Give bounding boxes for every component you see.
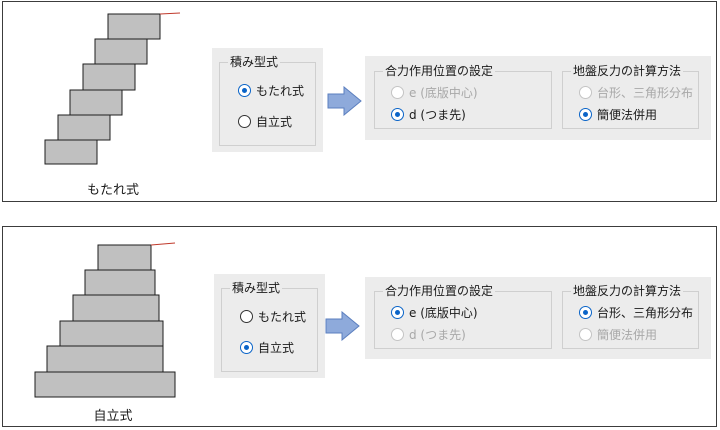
radio-self-standing-indicator[interactable]	[238, 115, 251, 128]
diagram-caption: 自立式	[93, 409, 133, 424]
radio-toe-indicator[interactable]	[391, 328, 404, 341]
radio-self-standing-label: 自立式	[256, 115, 293, 129]
leaning-wall-diagram	[44, 12, 181, 165]
reaction-method-group: 地盤反力の計算方法 台形、三角形分布 簡便法併用	[562, 64, 699, 129]
radio-trapezoid-label: 台形、三角形分布	[597, 306, 694, 320]
wall-block	[44, 139, 98, 165]
radio-trapezoid-indicator[interactable]	[579, 86, 592, 99]
self-standing-wall-panel: 自立式 積み型式 もたれ式 自立式 合力作用位置の設定 e (底版中心)	[2, 226, 717, 427]
wall-block	[59, 320, 164, 347]
settings-section: 合力作用位置の設定 e (底版中心) d (つま先) 地盤反力の計算方法 台形、…	[365, 277, 711, 359]
radio-simplified-indicator[interactable]	[579, 108, 592, 121]
radio-toe-label: d (つま先)	[409, 328, 466, 342]
wall-block	[46, 345, 164, 373]
radio-trapezoid-indicator[interactable]	[579, 306, 592, 319]
wall-type-group-title: 積み型式	[228, 55, 281, 69]
radio-self-standing-indicator[interactable]	[240, 341, 253, 354]
reaction-method-group: 地盤反力の計算方法 台形、三角形分布 簡便法併用	[562, 284, 699, 349]
wall-block	[72, 294, 160, 322]
radio-toe-indicator[interactable]	[391, 108, 404, 121]
radio-simplified-indicator[interactable]	[579, 328, 592, 341]
reaction-method-group-title: 地盤反力の計算方法	[571, 64, 684, 78]
wall-block	[94, 38, 148, 65]
wall-block	[82, 63, 136, 91]
wall-type-group: 積み型式 もたれ式 自立式	[219, 55, 316, 146]
radio-self-standing-label: 自立式	[258, 341, 295, 355]
ground-line	[150, 242, 176, 246]
wall-type-section: 積み型式 もたれ式 自立式	[212, 48, 323, 152]
force-position-group: 合力作用位置の設定 e (底版中心) d (つま先)	[374, 64, 552, 129]
radio-toe-label: d (つま先)	[409, 108, 466, 122]
wall-type-group-title: 積み型式	[230, 281, 283, 295]
radio-trapezoid-label: 台形、三角形分布	[597, 86, 694, 100]
wall-block	[107, 13, 161, 40]
arrow-right-icon	[327, 86, 362, 116]
radio-leaning-label: もたれ式	[258, 310, 307, 324]
wall-block	[97, 244, 152, 271]
radio-simplified-label: 簡便法併用	[597, 108, 658, 122]
wall-type-section: 積み型式 もたれ式 自立式	[214, 274, 325, 378]
wall-block	[57, 114, 111, 141]
radio-center-label: e (底版中心)	[409, 86, 478, 100]
wall-block	[34, 371, 176, 398]
reaction-method-group-title: 地盤反力の計算方法	[571, 284, 684, 298]
radio-center-indicator[interactable]	[391, 86, 404, 99]
diagram-caption: もたれ式	[86, 183, 139, 198]
force-position-group-title: 合力作用位置の設定	[383, 64, 496, 78]
radio-leaning-indicator[interactable]	[238, 84, 251, 97]
ground-line	[159, 12, 181, 15]
radio-leaning-indicator[interactable]	[240, 310, 253, 323]
wall-type-group: 積み型式 もたれ式 自立式	[221, 281, 318, 372]
self-standing-wall-diagram	[34, 242, 176, 398]
arrow-right-icon	[325, 311, 360, 341]
radio-simplified-label: 簡便法併用	[597, 328, 658, 342]
force-position-group: 合力作用位置の設定 e (底版中心) d (つま先)	[374, 284, 552, 349]
radio-leaning-label: もたれ式	[256, 84, 305, 98]
settings-section: 合力作用位置の設定 e (底版中心) d (つま先) 地盤反力の計算方法 台形、…	[365, 56, 711, 140]
wall-block	[69, 89, 123, 116]
wall-block	[84, 269, 156, 296]
force-position-group-title: 合力作用位置の設定	[383, 284, 496, 298]
leaning-wall-panel: もたれ式 積み型式 もたれ式 自立式 合力作用位置の設定 e (底版中心)	[2, 1, 717, 202]
radio-center-label: e (底版中心)	[409, 306, 478, 320]
radio-center-indicator[interactable]	[391, 306, 404, 319]
